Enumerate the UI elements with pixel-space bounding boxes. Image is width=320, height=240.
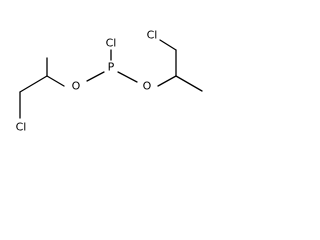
bond-ch2-cl-right bbox=[159, 39, 177, 51]
atom-cl-right-top: Cl bbox=[147, 29, 158, 42]
bond-ch-methyl-right bbox=[175, 75, 203, 92]
atom-p-center: P bbox=[108, 61, 115, 74]
bond-o-ch-left bbox=[46, 75, 65, 87]
atom-cl-left-bottom: Cl bbox=[16, 121, 27, 134]
molecule-structure: Cl P O O Cl Cl bbox=[16, 29, 203, 134]
bond-o-ch-right bbox=[157, 75, 177, 87]
bond-p-o-right bbox=[117, 71, 138, 83]
bond-layer bbox=[19, 39, 203, 119]
atom-label-layer: Cl P O O Cl Cl bbox=[16, 29, 158, 134]
bond-p-o-left bbox=[86, 71, 105, 82]
atom-cl-top: Cl bbox=[106, 37, 117, 50]
atom-o-right: O bbox=[143, 80, 152, 93]
bond-ch-ch2-left bbox=[19, 75, 48, 93]
atom-o-left: O bbox=[72, 80, 81, 93]
